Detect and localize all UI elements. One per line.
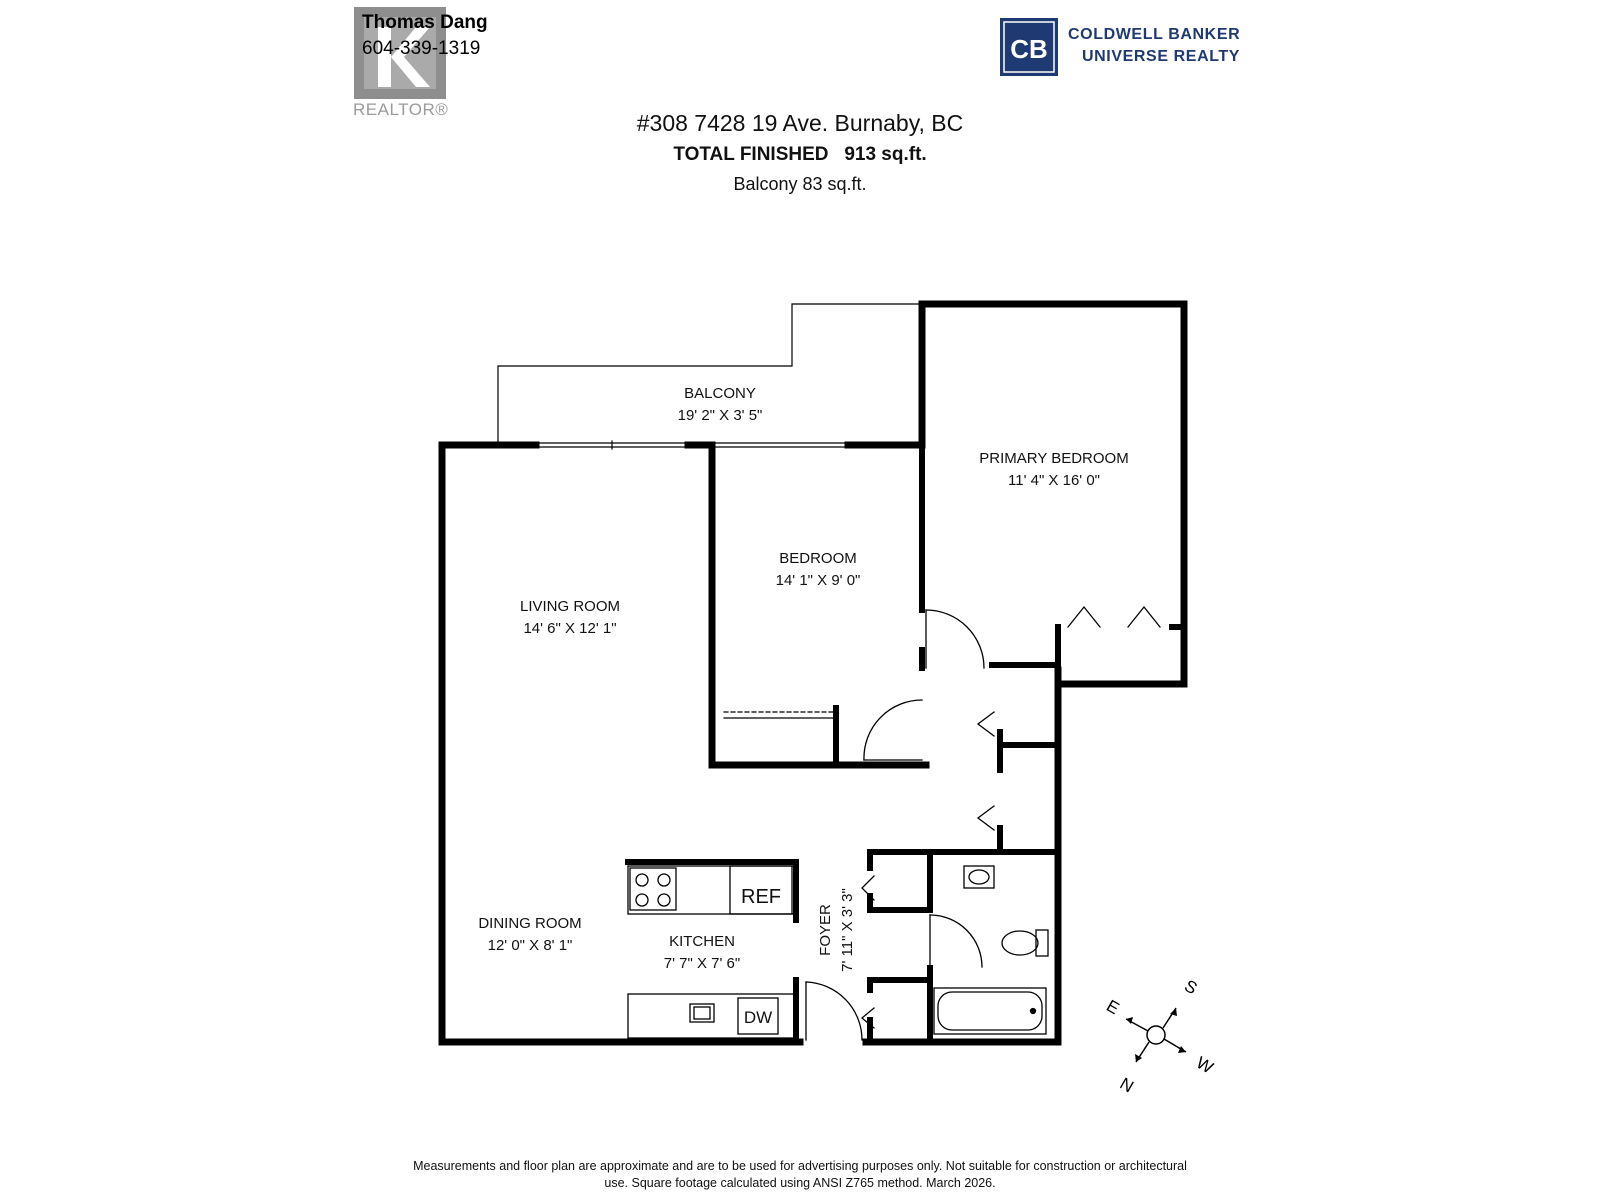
fridge-label: REF xyxy=(741,886,781,908)
disclaimer: Measurements and floor plan are approxim… xyxy=(0,1158,1600,1192)
foyer-dims: 7' 11" X 3' 3" xyxy=(839,888,856,972)
compass-w: W xyxy=(1193,1053,1216,1077)
coldwell-banker-logo: CB xyxy=(1000,18,1058,76)
bedroom-dims: 14' 1" X 9' 0" xyxy=(776,572,861,589)
bedroom-label: BEDROOM xyxy=(779,550,857,567)
door-swings xyxy=(805,605,1161,1041)
exterior-walls xyxy=(438,300,1188,1046)
bathroom-fixtures xyxy=(933,865,1049,1035)
primary-bedroom-dims: 11' 4" X 16' 0" xyxy=(1008,472,1100,489)
balcony-dims: 19' 2" X 3' 5" xyxy=(678,407,763,424)
disclaimer-line1: Measurements and floor plan are approxim… xyxy=(413,1159,1187,1173)
compass-n: N xyxy=(1117,1074,1137,1097)
property-address: #308 7428 19 Ave. Burnaby, BC xyxy=(636,110,964,136)
balcony-outline xyxy=(497,303,919,446)
window-openings xyxy=(535,319,925,450)
bedroom-closet xyxy=(723,711,837,719)
agent-phone: 604-339-1319 xyxy=(362,38,481,59)
balcony-label: BALCONY xyxy=(684,385,756,402)
brokerage-name-line1: COLDWELL BANKER xyxy=(1068,26,1241,43)
compass-e: E xyxy=(1103,996,1122,1018)
kitchen-fixtures xyxy=(627,865,797,1039)
dishwasher-label: DW xyxy=(744,1008,772,1027)
total-finished-area: TOTAL FINISHED 913 sq.ft. xyxy=(673,144,927,165)
realtor-logo xyxy=(354,7,446,99)
compass: S E W N xyxy=(1103,976,1216,1096)
compass-s: S xyxy=(1181,976,1200,998)
disclaimer-line2: use. Square footage calculated using ANS… xyxy=(604,1176,996,1190)
kitchen-label: KITCHEN xyxy=(669,933,735,950)
dining-room-dims: 12' 0" X 8' 1" xyxy=(488,937,573,954)
brokerage-name-line2: UNIVERSE REALTY xyxy=(1082,48,1241,65)
balcony-area: Balcony 83 sq.ft. xyxy=(733,174,867,194)
realtor-wordmark: REALTOR® xyxy=(353,100,449,119)
cb-logo-text: CB xyxy=(1010,34,1048,64)
agent-name: Thomas Dang xyxy=(362,12,488,33)
interior-walls xyxy=(625,442,1187,1045)
kitchen-dims: 7' 7" X 7' 6" xyxy=(664,955,740,972)
dining-room-label: DINING ROOM xyxy=(478,915,581,932)
foyer-label: FOYER xyxy=(817,904,834,956)
living-room-label: LIVING ROOM xyxy=(520,598,620,615)
living-room-dims: 14' 6" X 12' 1" xyxy=(523,620,616,637)
primary-bedroom-label: PRIMARY BEDROOM xyxy=(979,450,1128,467)
